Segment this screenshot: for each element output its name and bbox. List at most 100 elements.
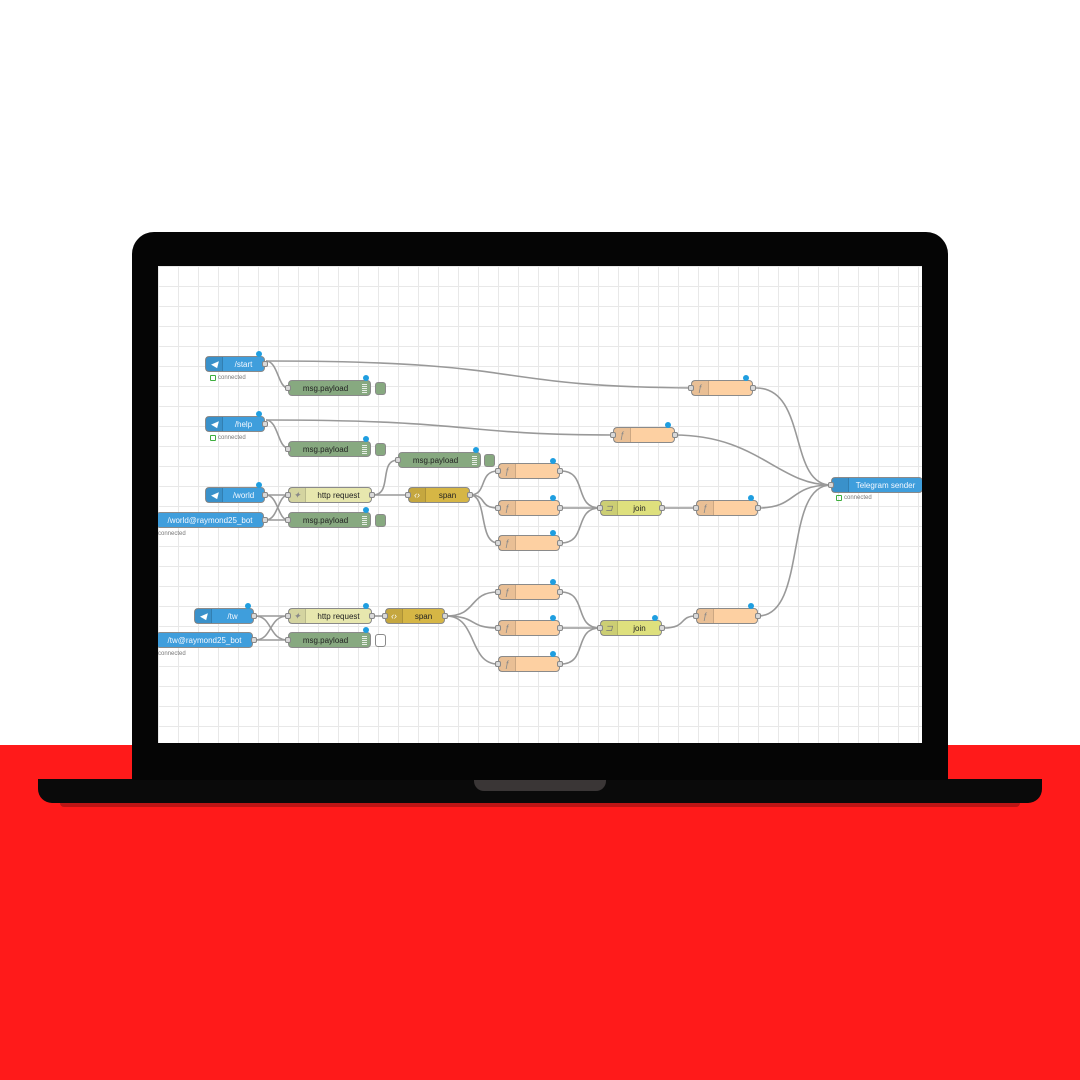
http-request-node[interactable]: ✦ http request: [288, 608, 372, 624]
telegram-command-node-tw[interactable]: ◀ /tw: [194, 608, 254, 624]
wire: [560, 470, 601, 509]
wire: [757, 484, 832, 509]
node-changed-indicator: [748, 495, 754, 501]
input-port[interactable]: [285, 492, 291, 498]
laptop-shadow: [60, 803, 1020, 807]
input-port[interactable]: [285, 637, 291, 643]
wire: [265, 419, 614, 436]
node-label: http request: [317, 490, 360, 500]
node-changed-indicator: [743, 375, 749, 381]
input-port[interactable]: [382, 613, 388, 619]
output-port[interactable]: [262, 492, 268, 498]
function-node[interactable]: ƒ: [498, 620, 560, 636]
input-port[interactable]: [693, 505, 699, 511]
input-port[interactable]: [495, 505, 501, 511]
node-changed-indicator: [256, 482, 262, 488]
input-port[interactable]: [495, 625, 501, 631]
input-port[interactable]: [285, 613, 291, 619]
output-port[interactable]: [251, 613, 257, 619]
telegram-command-node-help[interactable]: ◀ /help: [205, 416, 265, 432]
output-port[interactable]: [467, 492, 473, 498]
function-node[interactable]: ƒ: [498, 656, 560, 672]
join-node[interactable]: ⊐ join: [600, 620, 662, 636]
wire: [265, 494, 289, 521]
debug-node[interactable]: msg.payload: [288, 380, 371, 396]
output-port[interactable]: [755, 613, 761, 619]
node-label: span: [438, 490, 457, 500]
input-port[interactable]: [693, 613, 699, 619]
debug-toggle-button[interactable]: [375, 634, 386, 647]
output-port[interactable]: [557, 540, 563, 546]
html-span-node[interactable]: ‹› span: [385, 608, 445, 624]
telegram-command-node-start[interactable]: ◀ /start: [205, 356, 265, 372]
function-node[interactable]: ƒ: [498, 535, 560, 551]
join-node[interactable]: ⊐ join: [600, 500, 662, 516]
input-port[interactable]: [395, 457, 401, 463]
node-label: msg.payload: [302, 635, 349, 645]
telegram-command-node-tw-bot[interactable]: /tw@raymond25_bot: [158, 632, 253, 648]
input-port[interactable]: [597, 625, 603, 631]
output-port[interactable]: [557, 505, 563, 511]
output-port[interactable]: [557, 625, 563, 631]
input-port[interactable]: [495, 540, 501, 546]
code-icon: ‹›: [386, 609, 403, 623]
flow-canvas[interactable]: ◀ /start connected msg.payload ƒ ◀ /help…: [158, 266, 922, 743]
output-port[interactable]: [750, 385, 756, 391]
wire: [372, 459, 399, 496]
input-port[interactable]: [285, 385, 291, 391]
output-port[interactable]: [557, 661, 563, 667]
input-port[interactable]: [285, 517, 291, 523]
input-port[interactable]: [495, 589, 501, 595]
function-node[interactable]: ƒ: [696, 500, 758, 516]
output-port[interactable]: [262, 517, 268, 523]
function-node[interactable]: ƒ: [498, 463, 560, 479]
debug-node[interactable]: msg.payload: [398, 452, 481, 468]
telegram-sender-node[interactable]: Telegram sender: [831, 477, 922, 493]
output-port[interactable]: [672, 432, 678, 438]
output-port[interactable]: [442, 613, 448, 619]
node-changed-indicator: [363, 375, 369, 381]
output-port[interactable]: [369, 613, 375, 619]
debug-toggle-button[interactable]: [375, 443, 386, 456]
telegram-command-node-world[interactable]: ◀ /world: [205, 487, 265, 503]
debug-toggle-button[interactable]: [484, 454, 495, 467]
input-port[interactable]: [285, 446, 291, 452]
output-port[interactable]: [369, 492, 375, 498]
function-node[interactable]: ƒ: [498, 584, 560, 600]
telegram-command-node-world-bot[interactable]: /world@raymond25_bot: [158, 512, 264, 528]
debug-node[interactable]: msg.payload: [288, 441, 371, 457]
input-port[interactable]: [688, 385, 694, 391]
telegram-icon: ◀: [195, 609, 212, 623]
output-port[interactable]: [557, 468, 563, 474]
input-port[interactable]: [610, 432, 616, 438]
output-port[interactable]: [755, 505, 761, 511]
output-port[interactable]: [659, 505, 665, 511]
node-status: connected: [210, 375, 246, 381]
debug-node[interactable]: msg.payload: [288, 632, 371, 648]
function-node[interactable]: ƒ: [498, 500, 560, 516]
node-label: http request: [317, 611, 360, 621]
node-status: connected: [836, 495, 872, 501]
debug-toggle-button[interactable]: [375, 382, 386, 395]
function-icon: ƒ: [697, 501, 714, 515]
http-request-node[interactable]: ✦ http request: [288, 487, 372, 503]
input-port[interactable]: [597, 505, 603, 511]
output-port[interactable]: [557, 589, 563, 595]
output-port[interactable]: [659, 625, 665, 631]
debug-toggle-button[interactable]: [375, 514, 386, 527]
input-port[interactable]: [828, 482, 834, 488]
function-node[interactable]: ƒ: [613, 427, 675, 443]
output-port[interactable]: [262, 421, 268, 427]
input-port[interactable]: [495, 468, 501, 474]
debug-node[interactable]: msg.payload: [288, 512, 371, 528]
function-node[interactable]: ƒ: [696, 608, 758, 624]
output-port[interactable]: [251, 637, 257, 643]
wire: [469, 494, 499, 544]
input-port[interactable]: [405, 492, 411, 498]
node-label: msg.payload: [302, 515, 349, 525]
html-span-node[interactable]: ‹› span: [408, 487, 470, 503]
output-port[interactable]: [262, 361, 268, 367]
input-port[interactable]: [495, 661, 501, 667]
function-node[interactable]: ƒ: [691, 380, 753, 396]
laptop-notch: [474, 779, 606, 791]
